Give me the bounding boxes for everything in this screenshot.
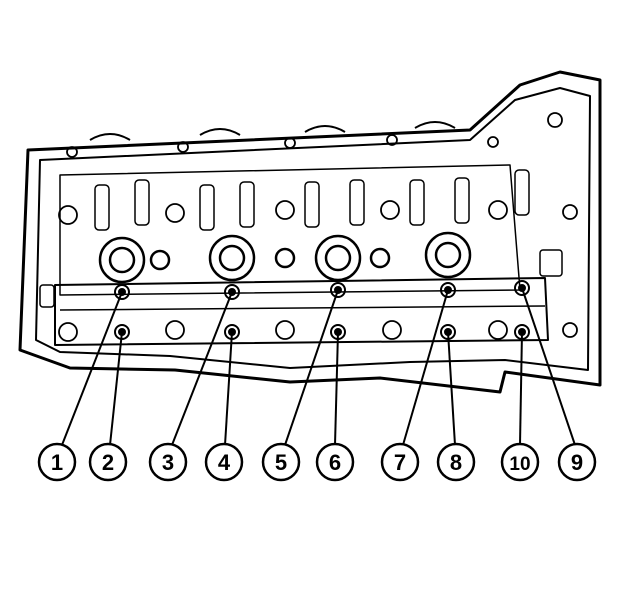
cylinder-head-illustration: [18, 70, 602, 394]
callout-8: 8: [436, 442, 476, 482]
leader-line-6: [334, 331, 339, 446]
callout-10: 10: [500, 442, 540, 482]
callout-label: 10: [509, 454, 530, 475]
leader-line-3: [171, 291, 233, 446]
leader-line-9: [521, 287, 576, 446]
callout-label: 9: [571, 450, 583, 475]
leader-line-8: [447, 331, 456, 446]
gasket-rail: [35, 87, 591, 371]
head-outline: [18, 70, 602, 394]
callout-label: 4: [218, 450, 231, 475]
callout-9: 9: [557, 442, 597, 482]
side-pads: [39, 249, 563, 308]
callout-label: 7: [394, 450, 406, 475]
leader-lines: [61, 287, 576, 446]
callout-label: 8: [450, 450, 462, 475]
callouts: 1 2 3 4 5 6 7 8 10 9: [37, 442, 597, 482]
valve-springs: [94, 169, 530, 231]
callout-label: 5: [275, 450, 287, 475]
callout-1: 1: [37, 442, 77, 482]
callout-label: 3: [162, 450, 174, 475]
valve-deck: [59, 164, 521, 296]
edge-bosses: [58, 112, 578, 342]
bearing-rail: [54, 277, 549, 346]
spark-plug-bores: [98, 231, 472, 284]
head-bolts: [114, 280, 530, 340]
leader-line-4: [224, 331, 233, 446]
callout-6: 6: [315, 442, 355, 482]
callout-4: 4: [204, 442, 244, 482]
callout-3: 3: [148, 442, 188, 482]
callout-label: 6: [329, 450, 341, 475]
leader-line-5: [284, 289, 339, 446]
callout-5: 5: [261, 442, 301, 482]
top-bosses: [89, 121, 456, 141]
callout-label: 1: [51, 450, 63, 475]
leader-line-1: [61, 291, 123, 446]
callout-2: 2: [88, 442, 128, 482]
callout-label: 2: [102, 450, 114, 475]
leader-line-2: [109, 331, 123, 446]
callout-7: 7: [380, 442, 420, 482]
leader-line-7: [402, 289, 449, 446]
leader-line-10: [519, 331, 523, 446]
